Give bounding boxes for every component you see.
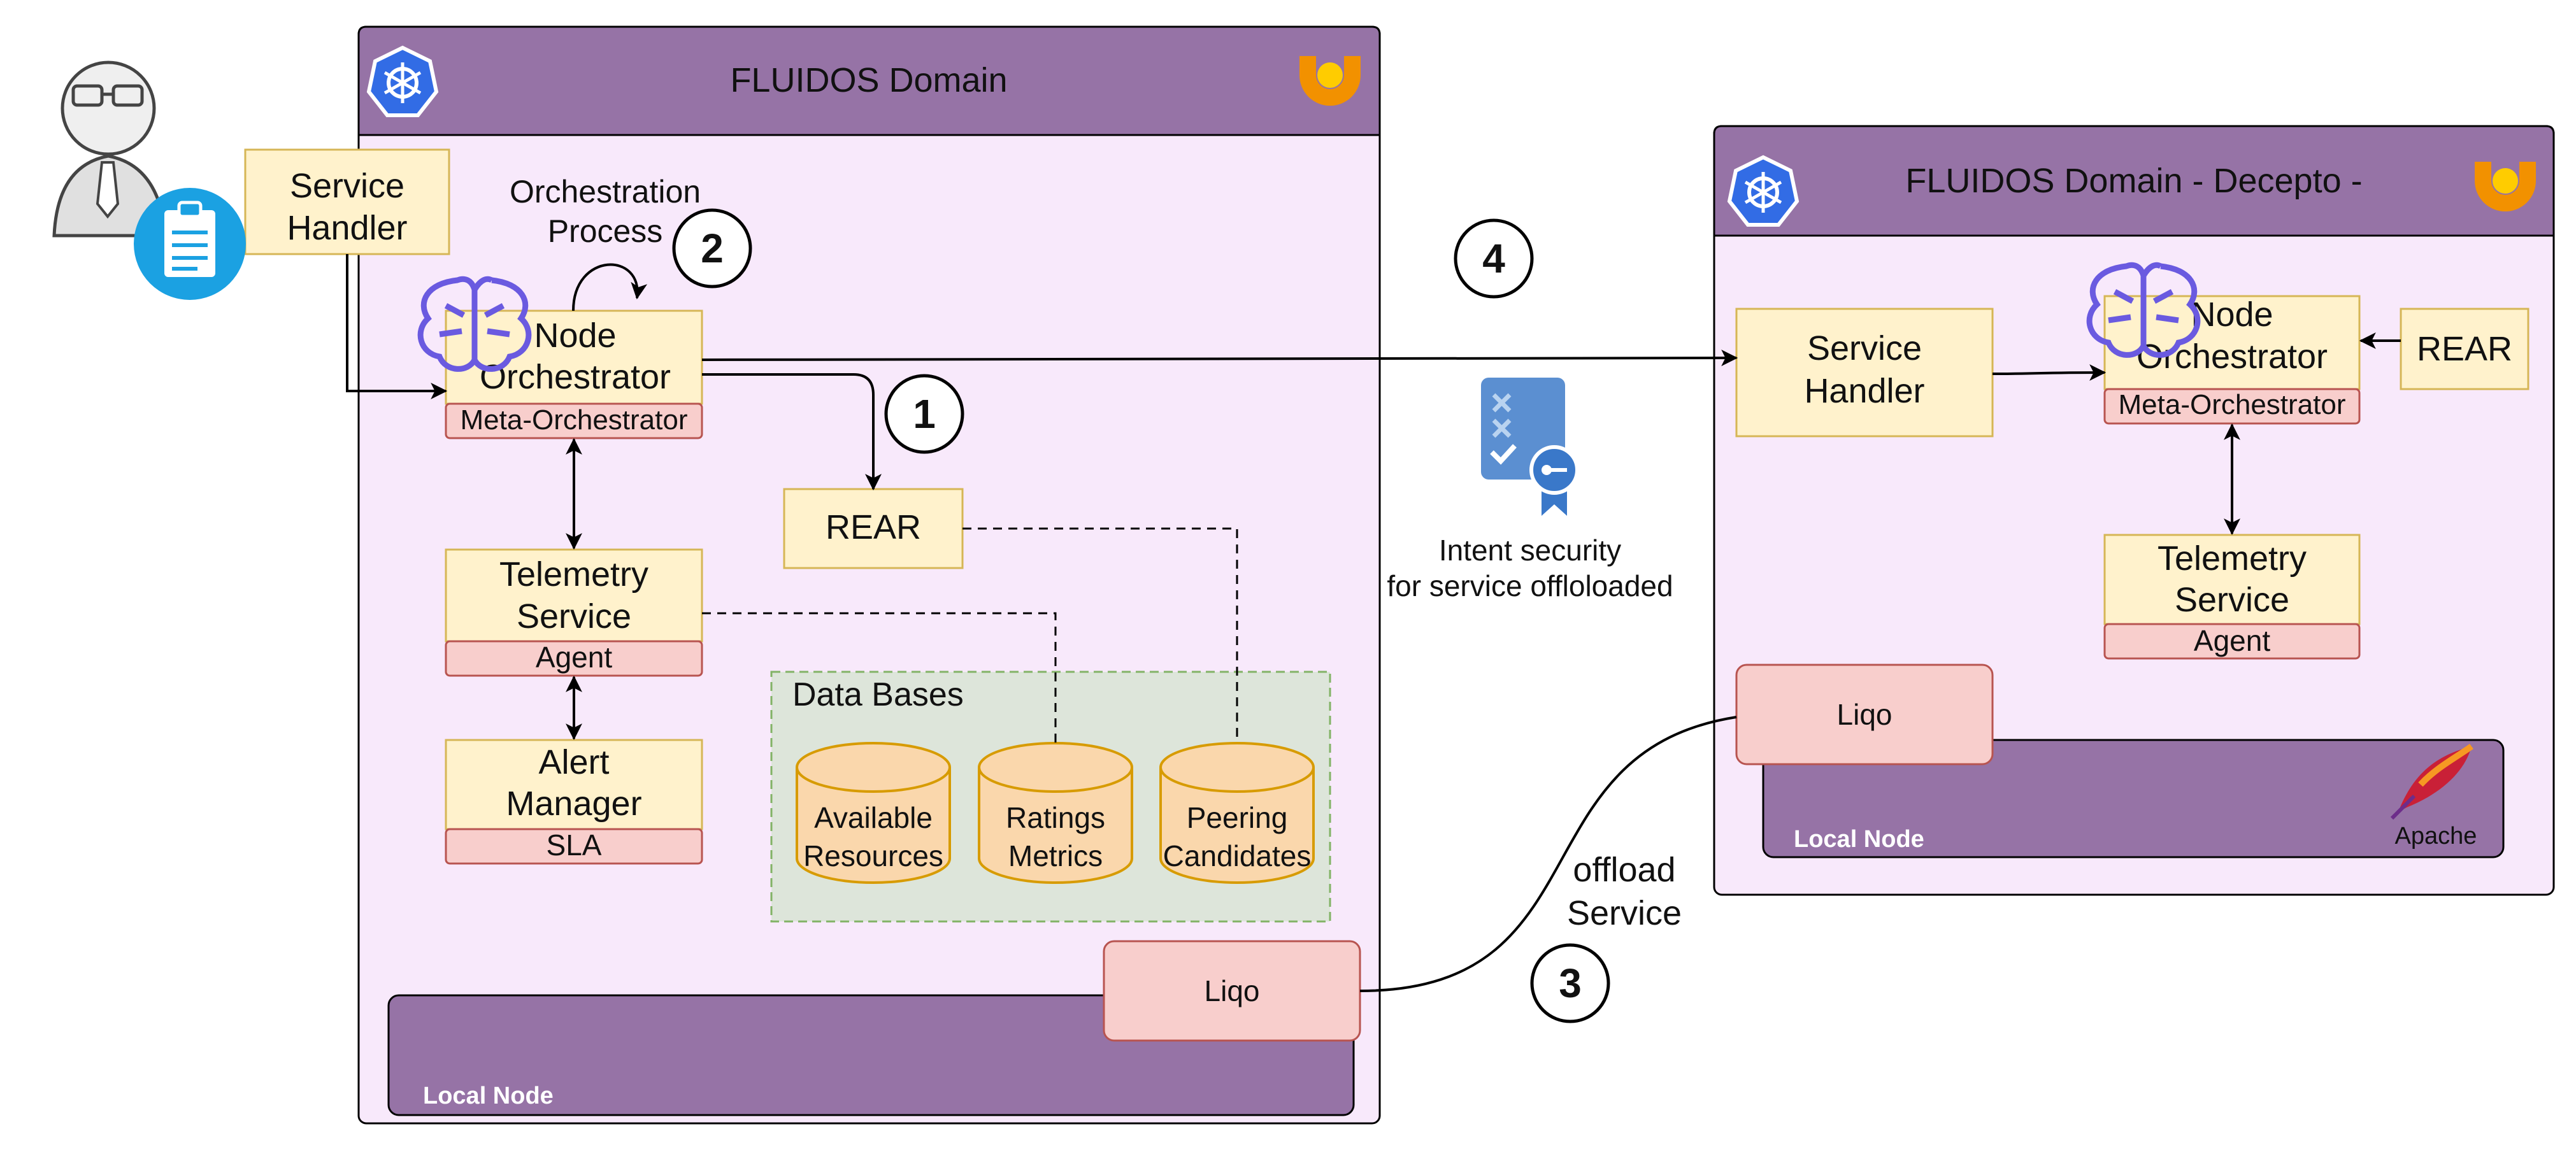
node-orchestrator-label-1: Node — [534, 316, 616, 355]
service-handler-label-1: Service — [290, 167, 404, 205]
domain-main-header — [357, 25, 1381, 136]
brain-icon — [2086, 262, 2201, 358]
step-3: 3 — [1530, 943, 1610, 1023]
connector-remote-handler-orchestrator — [1992, 364, 2107, 381]
connector-liqo-offload — [1359, 716, 1737, 992]
offload-service-label-2: Service — [1567, 894, 1682, 932]
db-label-2: Resources — [803, 839, 943, 872]
telemetry-remote-label-2: Service — [2175, 581, 2289, 619]
domain-main: FLUIDOS Domain Service Handler — [52, 25, 1381, 1125]
db-available-resources: Available Resources — [796, 742, 951, 884]
connectors — [346, 254, 2401, 992]
certificate-icon — [1481, 378, 1579, 516]
liqo-remote-box — [1735, 664, 1994, 765]
db-label-4: Metrics — [1008, 839, 1103, 872]
node-orchestrator-box — [445, 309, 703, 405]
local-node-main-label: Local Node — [423, 1083, 554, 1109]
domain-main-title: FLUIDOS Domain — [730, 61, 1007, 99]
db-peering-candidates: Peering Candidates — [1159, 742, 1315, 884]
sla-label: SLA — [547, 828, 602, 862]
liqo-main-label: Liqo — [1205, 974, 1260, 1007]
alert-manager-label-1: Alert — [538, 743, 609, 781]
local-node-remote-label: Local Node — [1794, 826, 1924, 853]
svg-text:4: 4 — [1482, 236, 1505, 281]
svg-text:1: 1 — [913, 391, 936, 437]
connector-orchestrator-to-rear — [702, 373, 882, 491]
agent-remote-box — [2103, 623, 2361, 660]
intent-security-label-1: Intent security — [1439, 534, 1621, 567]
connector-orchestrator-to-remote — [701, 350, 1738, 367]
rear-remote-label: REAR — [2417, 330, 2512, 368]
orchestration-process-label-1: Orchestration — [510, 174, 701, 210]
alert-manager-box — [445, 739, 703, 830]
step-1: 1 — [884, 374, 964, 454]
apache-label: Apache — [2395, 823, 2477, 850]
intent-security-label-2: for service offloloaded — [1387, 569, 1673, 602]
telemetry-service-label-1: Telemetry — [499, 555, 648, 594]
svg-text:2: 2 — [701, 225, 724, 271]
meta-orchestrator-remote-label: Meta-Orchestrator — [2119, 389, 2346, 420]
db-label-3: Ratings — [1006, 801, 1105, 834]
rear-remote-box — [2400, 308, 2529, 390]
service-handler-remote-label-2: Handler — [1804, 372, 1924, 410]
service-handler-box — [244, 148, 450, 255]
clipboard-icon — [134, 188, 246, 300]
local-node-remote — [1762, 739, 2505, 858]
agent-remote-label: Agent — [2194, 624, 2270, 657]
connector-rear-peering — [962, 527, 1238, 743]
node-orchestrator-remote-label-2: Orchestrator — [2136, 338, 2328, 376]
offload-service-label-1: offload — [1573, 851, 1675, 889]
db-label-5: Peering — [1187, 801, 1288, 834]
brain-icon — [417, 276, 532, 372]
service-handler-remote-box — [1735, 308, 1994, 437]
liqo-remote-label: Liqo — [1837, 698, 1893, 731]
domain-remote: FLUIDOS Domain - Decepto - Service Handl… — [1713, 125, 2555, 896]
agent-label: Agent — [536, 641, 612, 674]
telemetry-remote-box — [2103, 534, 2361, 625]
connector-service-handler-to-orchestrator — [346, 254, 448, 399]
telemetry-remote-label-1: Telemetry — [2157, 539, 2307, 578]
rear-box — [783, 488, 964, 569]
service-handler-label-2: Handler — [287, 209, 407, 247]
db-label-6: Candidates — [1163, 839, 1312, 872]
svg-text:3: 3 — [1559, 960, 1582, 1006]
alert-manager-label-2: Manager — [506, 785, 641, 823]
connector-orchestration-loop — [572, 263, 648, 311]
kubernetes-icon — [1727, 155, 1800, 227]
domain-remote-title: FLUIDOS Domain - Decepto - — [1905, 162, 2362, 200]
apache-feather-icon — [2390, 743, 2473, 820]
data-bases-title: Data Bases — [792, 676, 964, 713]
telemetry-service-label-2: Service — [517, 597, 631, 636]
step-markers: 2 1 4 3 — [672, 208, 1610, 1023]
service-handler-remote-label-1: Service — [1807, 329, 1922, 367]
meta-orchestrator-label: Meta-Orchestrator — [461, 404, 688, 436]
sla-box — [445, 828, 703, 865]
rear-label: REAR — [826, 508, 921, 546]
db-ratings-metrics: Ratings Metrics — [978, 742, 1133, 884]
step-4: 4 — [1454, 218, 1534, 299]
orchestration-process-label-2: Process — [548, 213, 663, 249]
kubernetes-icon — [366, 45, 439, 117]
telemetry-service-box — [445, 548, 703, 643]
node-orchestrator-label-2: Orchestrator — [480, 358, 671, 396]
step-2: 2 — [672, 208, 752, 288]
fluidos-logo-icon — [2475, 162, 2536, 211]
node-orchestrator-remote-label-1: Node — [2191, 295, 2273, 334]
node-orchestrator-remote-box — [2103, 295, 2361, 390]
connector-telemetry-ratings — [702, 612, 1057, 743]
domain-remote-header — [1713, 125, 2555, 237]
fluidos-logo-icon — [1299, 56, 1361, 106]
user-avatar-icon — [52, 60, 168, 238]
db-label-1: Available — [814, 801, 933, 834]
